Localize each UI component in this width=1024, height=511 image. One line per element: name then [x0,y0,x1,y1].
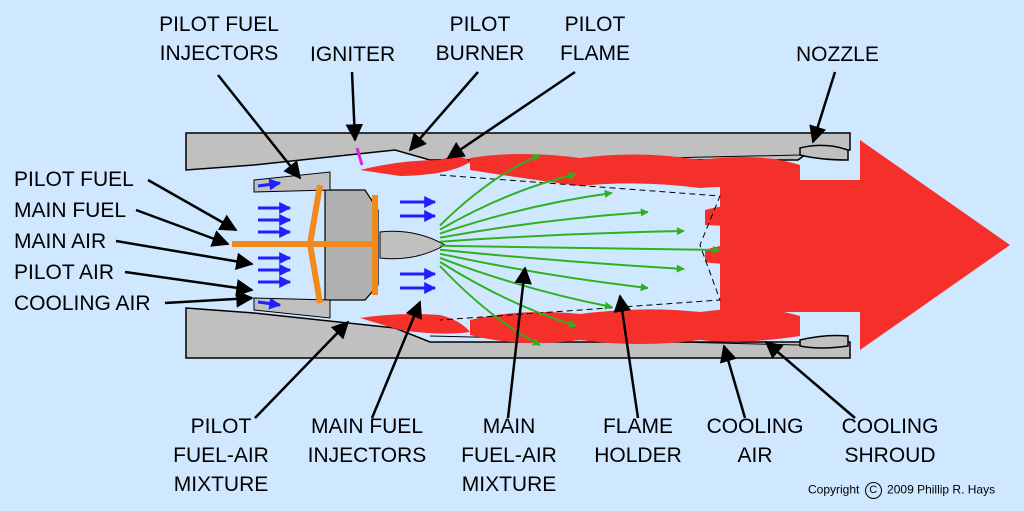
copyright-symbol: C [864,482,882,499]
leader-lines [115,70,856,419]
label-main-fuel-injectors-line2: INJECTORS [307,444,427,467]
label-main-fuel-air-mixture: MAIN FUEL-AIR MIXTURE [452,412,566,499]
mixture-flow-line [439,252,649,292]
pilot-flame-bottom [360,314,470,334]
mixture-flow-line [439,208,649,239]
label-nozzle: NOZZLE [796,43,879,66]
label-cooling-shroud: COOLING SHROUD [830,412,950,470]
mixture-flow-line [439,261,577,328]
label-pilot-fuel-injectors-line1: PILOT FUEL [159,13,279,36]
copyright-text: 2009 Phillip R. Hays [887,482,996,497]
mixture-flow-line [439,171,577,231]
label-main-fuel-air-mixture-line3: MIXTURE [461,473,557,496]
leader-flame-holder [613,294,640,419]
leader-pilot-fuel [147,178,238,232]
label-cooling-shroud-line2: SHROUD [844,444,936,467]
leader-pilot-fuel-injectors [217,74,302,180]
mixture-flow-line [439,256,613,310]
label-pilot-air: PILOT AIR [14,261,114,284]
leader-cooling-shroud [764,340,856,419]
igniter [355,147,364,166]
label-pilot-burner: PILOT BURNER [428,10,532,68]
pilot-fuel-line-bottom [307,243,323,304]
label-cooling-air-bottom-line2: AIR [737,444,773,467]
label-main-fuel-air-mixture-line2: FUEL-AIR [461,444,557,467]
label-cooling-air-bottom: COOLING AIR [700,412,810,470]
leader-cooling-air-left [164,290,254,308]
flame-arrow [720,140,1010,350]
leader-nozzle [809,71,837,144]
leader-pilot-burner [408,71,479,152]
copyright-prefix: Copyright [808,482,860,497]
label-pilot-fuel-air-mixture-line2: FUEL-AIR [173,444,269,467]
mixture-flow-line [439,189,613,235]
label-pilot-flame: PILOT FLAME [550,10,640,68]
main-fuel-air-mixture-flow [439,154,721,346]
label-pilot-burner-line2: BURNER [435,42,525,65]
label-pilot-fuel: PILOT FUEL [14,168,134,191]
label-cooling-shroud-line1: COOLING [841,415,939,438]
label-pilot-burner-line1: PILOT [449,13,511,36]
pilot-flame-top [360,156,470,176]
label-flame-holder-line1: FLAME [602,415,673,438]
copyright-notice: Copyright C 2009 Phillip R. Hays [808,482,995,499]
leader-pilot-air [124,270,254,297]
label-pilot-fuel-injectors: PILOT FUEL INJECTORS [152,10,286,68]
mixture-flow-line [439,248,685,273]
leader-pilot-flame [446,70,576,160]
label-main-fuel-injectors-line1: MAIN FUEL [310,415,423,438]
label-flame-holder: FLAME HOLDER [585,412,691,470]
pilot-fuel-line-top [307,184,323,245]
nozzle-lip-top [799,144,849,161]
center-body [379,230,447,260]
label-pilot-flame-line1: PILOT [564,13,626,36]
label-main-fuel-air-mixture-line1: MAIN [482,415,536,438]
mixture-flow-line [439,154,541,227]
fuel-lines [232,184,378,304]
leader-main-air [115,239,254,271]
leader-main-fuel-air-mixture [506,266,532,419]
mixture-flow-line [439,227,685,243]
label-pilot-flame-line2: FLAME [559,42,630,65]
label-cooling-air-left: COOLING AIR [14,292,151,315]
label-main-fuel-injectors: MAIN FUEL INJECTORS [300,412,434,470]
label-pilot-fuel-air-mixture: PILOT FUEL-AIR MIXTURE [164,412,278,499]
mixture-flow-line [439,244,721,254]
label-main-fuel: MAIN FUEL [14,199,127,222]
leader-main-fuel [135,208,230,247]
label-pilot-fuel-air-mixture-line1: PILOT [190,415,252,438]
flame-inner-1 [705,206,760,226]
leader-pilot-fuel-air-mixture [254,320,350,419]
main-air-arrows [257,178,437,310]
leader-main-fuel-injectors [370,300,423,419]
label-main-air: MAIN AIR [14,230,107,253]
label-igniter: IGNITER [310,43,396,66]
label-pilot-fuel-injectors-line2: INJECTORS [159,42,279,65]
label-pilot-fuel-air-mixture-line3: MIXTURE [173,473,269,496]
mixture-flow-line [439,265,541,346]
nozzle-lip-bottom [799,334,849,349]
flame-upper [470,154,800,190]
leader-cooling-air-bottom [720,344,747,419]
label-flame-holder-line2: HOLDER [594,444,682,467]
label-cooling-air-bottom-line1: COOLING [706,415,804,438]
leader-igniter [345,71,364,142]
